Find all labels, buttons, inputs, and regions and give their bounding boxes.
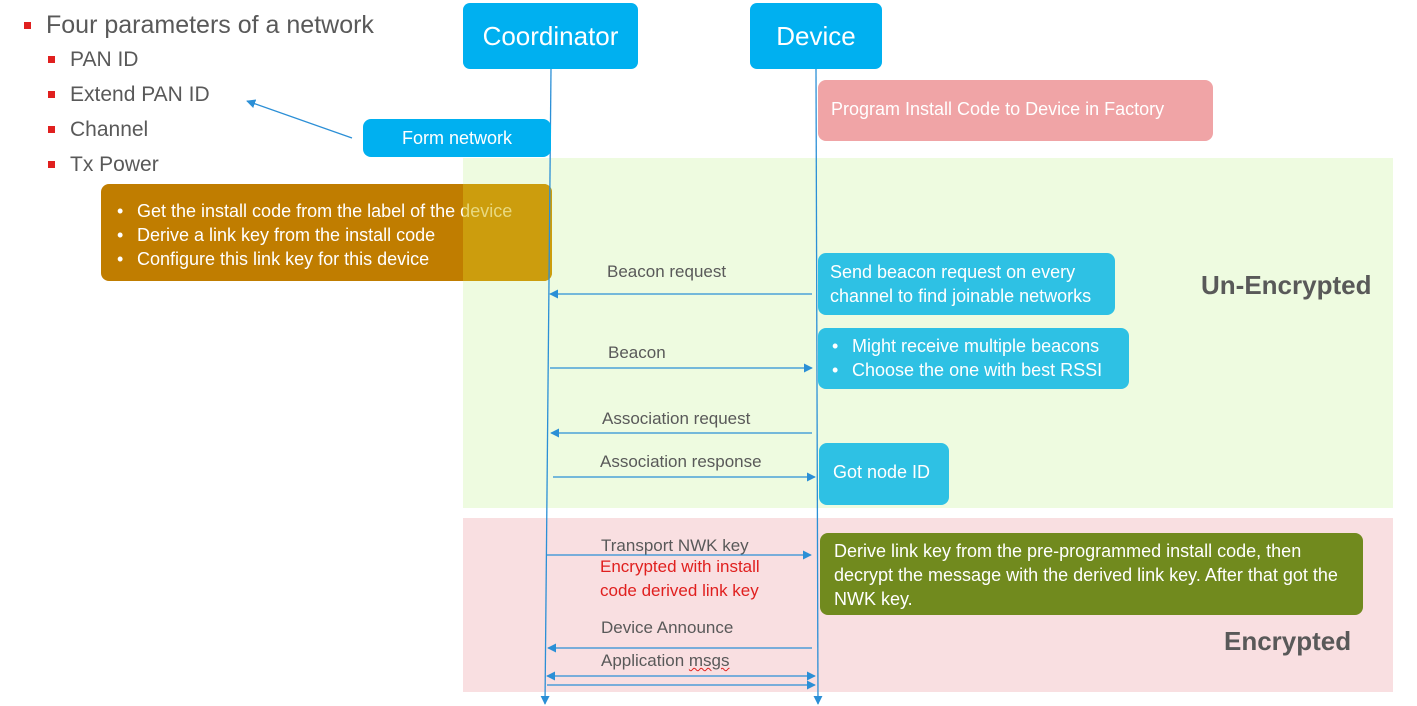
- encrypted-label: Encrypted: [1224, 626, 1352, 656]
- bullet-square-icon: [48, 161, 55, 168]
- association-request-label: Association request: [602, 409, 751, 428]
- device-announce-label: Device Announce: [601, 618, 734, 637]
- encrypted-note: Encrypted with install code derived link…: [600, 557, 760, 600]
- coordinator-actor: Coordinator: [463, 3, 638, 69]
- transport-nwk-key-label: Transport NWK key: [601, 536, 749, 555]
- install-code-box-overlap: [463, 184, 552, 281]
- bullet-square-icon: [48, 56, 55, 63]
- parameter-item: Extend PAN ID: [48, 77, 374, 112]
- beacon-note: Might receive multiple beacons: [830, 334, 1121, 358]
- parameter-item: PAN ID: [48, 42, 374, 77]
- beacons-notes-box: Might receive multiple beacons Choose th…: [818, 328, 1129, 389]
- device-actor: Device: [750, 3, 882, 69]
- parameter-item: Channel: [48, 112, 374, 147]
- network-parameters-list: Four parameters of a network PAN ID Exte…: [24, 8, 374, 182]
- device-lifeline: [813, 68, 823, 705]
- send-beacon-request-box: Send beacon request on every channel to …: [818, 253, 1115, 315]
- install-step: Configure this link key for this device: [115, 247, 542, 271]
- form-network-box: Form network: [363, 119, 551, 157]
- beacon-label: Beacon: [608, 343, 666, 362]
- association-response-label: Association response: [600, 452, 762, 471]
- parameter-item: Tx Power: [48, 147, 374, 182]
- derive-link-key-box: Derive link key from the pre-programmed …: [820, 533, 1363, 615]
- beacon-note: Choose the one with best RSSI: [830, 358, 1121, 382]
- program-install-code-box: Program Install Code to Device in Factor…: [818, 80, 1213, 141]
- install-step: Derive a link key from the install code: [115, 223, 542, 247]
- got-node-id-box: Got node ID: [819, 443, 949, 505]
- bullet-square-icon: [24, 21, 31, 29]
- beacon-request-label: Beacon request: [607, 262, 727, 281]
- install-step: Get the install code from the label of t…: [115, 199, 542, 223]
- form-network-arrow: [246, 99, 353, 139]
- unencrypted-label: Un-Encrypted: [1201, 270, 1372, 300]
- parameters-title: Four parameters of a network: [24, 8, 374, 42]
- coordinator-lifeline: [540, 68, 552, 705]
- bullet-square-icon: [48, 126, 55, 133]
- application-msgs-label: Application msgs: [601, 651, 730, 670]
- bullet-square-icon: [48, 91, 55, 98]
